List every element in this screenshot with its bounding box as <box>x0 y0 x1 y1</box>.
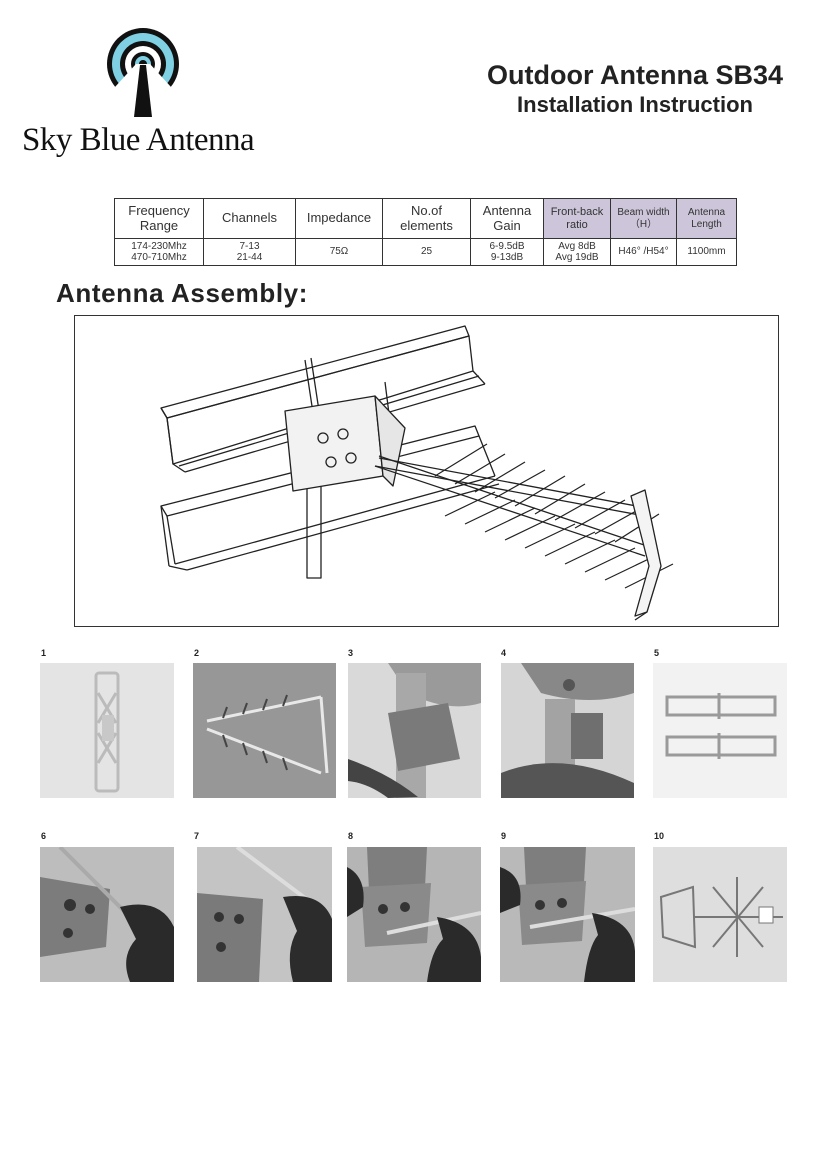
value-channels: 7-13 21-44 <box>203 238 296 266</box>
step-number: 10 <box>654 831 665 841</box>
step-photo-4 <box>501 663 634 798</box>
step-photo-1 <box>40 663 174 798</box>
header-antenna-length: Antenna Length <box>676 198 737 239</box>
step-photo-3 <box>348 663 481 798</box>
value-impedance: 75Ω <box>295 238 383 266</box>
step-number: 1 <box>41 648 47 658</box>
header-antenna-gain: Antenna Gain <box>470 198 544 239</box>
value-line: 1100mm <box>687 246 726 258</box>
page-title: Outdoor Antenna SB34 <box>486 60 783 90</box>
brand-logo-icon <box>100 27 186 119</box>
spec-value-row: 174-230Mhz 470-710Mhz 7-13 21-44 75Ω 25 … <box>114 238 737 266</box>
brand-name: Sky Blue Antenna <box>22 122 255 158</box>
value-line: H46° /H54° <box>618 246 669 258</box>
value-antenna-length: 1100mm <box>676 238 737 266</box>
step-photo-10 <box>653 847 787 982</box>
step-number: 2 <box>194 648 200 658</box>
step-photo-2 <box>193 663 336 798</box>
header-beam-width: Beam width （H） <box>610 198 677 239</box>
header-channels: Channels <box>203 198 296 239</box>
value-line: 21-44 <box>236 252 263 263</box>
value-line: 25 <box>420 246 433 258</box>
step-number: 8 <box>348 831 354 841</box>
value-line: 7-13 <box>239 240 260 252</box>
step-number: 7 <box>194 831 200 841</box>
value-line: 174-230Mhz <box>131 240 187 252</box>
step-photo-7 <box>197 847 332 982</box>
step-photo-9 <box>500 847 635 982</box>
value-elements: 25 <box>382 238 471 266</box>
value-line: 75Ω <box>329 246 349 258</box>
antenna-diagram <box>74 315 779 627</box>
value-line: 6-9.5dB <box>489 240 525 252</box>
spec-header-row: Frequency Range Channels Impedance No.of… <box>114 198 737 239</box>
section-heading: Antenna Assembly: <box>56 278 308 308</box>
header-impedance: Impedance <box>295 198 383 239</box>
value-front-back-ratio: Avg 8dB Avg 19dB <box>543 238 611 266</box>
header-front-back-ratio: Front-back ratio <box>543 198 611 239</box>
header-frequency-range: Frequency Range <box>114 198 204 239</box>
step-photo-8 <box>347 847 481 982</box>
value-line: 470-710Mhz <box>131 252 187 263</box>
step-number: 6 <box>41 831 47 841</box>
step-number: 3 <box>348 648 354 658</box>
value-line: 9-13dB <box>490 252 524 263</box>
value-line: Avg 19dB <box>555 252 599 263</box>
step-number: 4 <box>501 648 507 658</box>
value-frequency-range: 174-230Mhz 470-710Mhz <box>114 238 204 266</box>
spec-table: Frequency Range Channels Impedance No.of… <box>114 198 737 266</box>
step-number: 9 <box>501 831 507 841</box>
step-photo-6 <box>40 847 174 982</box>
value-line: Avg 8dB <box>558 240 596 252</box>
page-subtitle: Installation Instruction <box>517 92 753 117</box>
step-number: 5 <box>654 648 660 658</box>
header-elements: No.of elements <box>382 198 471 239</box>
value-beam-width: H46° /H54° <box>610 238 677 266</box>
step-photo-5 <box>653 663 787 798</box>
value-antenna-gain: 6-9.5dB 9-13dB <box>470 238 544 266</box>
